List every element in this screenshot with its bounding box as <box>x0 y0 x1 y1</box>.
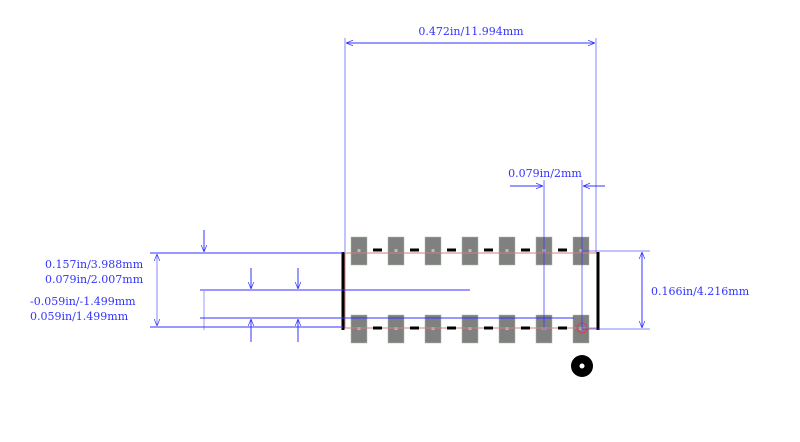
offset-label-a: -0.059in/-1.499mm <box>30 295 136 308</box>
pad-center-mark <box>468 249 472 252</box>
offset-label-b: 0.059in/1.499mm <box>30 310 129 323</box>
pads <box>350 236 590 344</box>
dimension-lines <box>150 38 650 342</box>
body-height-label-a: 0.157in/3.988mm <box>45 258 144 271</box>
overall-height-label: 0.166in/4.216mm <box>651 285 750 298</box>
silkscreen-dashes <box>373 248 567 330</box>
overall-width-label: 0.472in/11.994mm <box>418 25 524 38</box>
pad-center-mark <box>505 249 509 252</box>
pad-center-mark <box>579 249 583 252</box>
pad-center-mark <box>394 249 398 252</box>
pitch-label: 0.079in/2mm <box>508 167 582 180</box>
pad-center-mark <box>431 249 435 252</box>
body-height-label-b: 0.079in/2.007mm <box>45 273 144 286</box>
pad-center-mark <box>357 249 361 252</box>
